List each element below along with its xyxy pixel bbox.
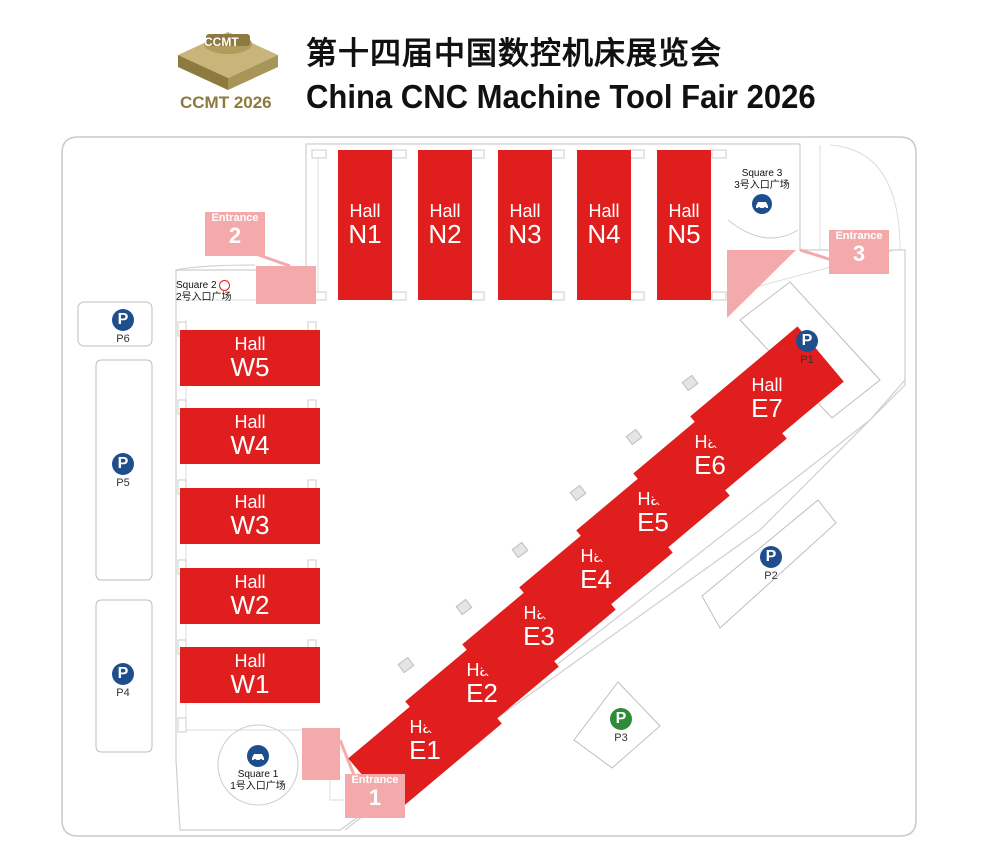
hall-code: N2 — [428, 218, 462, 249]
hall-word: Hall — [234, 650, 266, 671]
site-boundary — [61, 136, 917, 837]
square-1-label: Square 1 1号入口广场 — [221, 745, 295, 793]
hall-code: W3 — [230, 509, 270, 540]
square-3-label: Square 3 3号入口广场 — [724, 168, 800, 214]
square-name: Square 2 — [176, 280, 217, 292]
parking-label: P3 — [614, 732, 628, 744]
hall-code: N4 — [587, 218, 621, 249]
parking-icon: P — [610, 708, 632, 730]
hall-w2[interactable]: Hall W2 — [180, 568, 320, 624]
logo-mark-text: CCMT — [204, 35, 239, 49]
hall-n1[interactable]: Hall N1 — [338, 150, 392, 300]
parking-p2[interactable]: P P2 — [756, 546, 786, 582]
logo-caption: CCMT 2026 — [180, 93, 272, 112]
square-name-cn: 2号入口广场 — [176, 292, 232, 304]
parking-lot-p4 — [95, 599, 153, 753]
hall-word: Hall — [234, 491, 266, 512]
entrance-number: 3 — [852, 241, 866, 267]
hall-code: E5 — [637, 506, 669, 537]
hall-n5[interactable]: Hall N5 — [657, 150, 711, 300]
hall-word: Hall — [751, 374, 783, 395]
parking-label: P4 — [116, 687, 130, 699]
venue-outline — [175, 143, 906, 831]
entrance-2-zone — [256, 266, 316, 304]
page-title-english: China CNC Machine Tool Fair 2026 — [306, 78, 816, 115]
entrance-3-zone — [727, 250, 796, 318]
parking-icon: P — [112, 663, 134, 685]
metro-icon — [219, 280, 231, 291]
hall-code: N3 — [508, 218, 542, 249]
hall-word: Hall — [668, 200, 700, 221]
hall-code: E4 — [580, 563, 612, 594]
hall-w5[interactable]: Hall W5 — [180, 330, 320, 386]
parking-label: P6 — [116, 333, 130, 345]
hall-code: E3 — [523, 620, 555, 651]
hall-n3[interactable]: Hall N3 — [498, 150, 552, 300]
parking-icon: P — [112, 453, 134, 475]
parking-label: P2 — [764, 570, 778, 582]
ccmt-logo-icon — [178, 32, 278, 90]
hall-n2[interactable]: Hall N2 — [418, 150, 472, 300]
entrance-number: 1 — [368, 785, 382, 811]
hall-word: Hall — [234, 411, 266, 432]
square-name: Square 3 — [741, 168, 783, 179]
hall-code: E2 — [466, 677, 498, 708]
square-3-plaza — [727, 219, 799, 239]
parking-icon: P — [796, 330, 818, 352]
parking-icon: P — [112, 309, 134, 331]
entrance-word: Entrance — [351, 774, 399, 786]
hall-code: W5 — [230, 351, 270, 382]
entrance-word: Entrance — [211, 212, 259, 224]
hall-n4[interactable]: Hall N4 — [577, 150, 631, 300]
hall-code: N5 — [667, 218, 701, 249]
parking-lot-p5 — [95, 359, 153, 581]
hall-code: E7 — [751, 392, 783, 423]
entrance-1-label[interactable]: Entrance 1 — [345, 774, 405, 818]
entrance-word: Entrance — [835, 230, 883, 242]
hall-word: Hall — [429, 200, 461, 221]
parking-p6[interactable]: P P6 — [108, 309, 138, 345]
hall-code: E1 — [409, 734, 441, 765]
hall-w3[interactable]: Hall W3 — [180, 488, 320, 544]
parking-p5[interactable]: P P5 — [108, 453, 138, 489]
car-icon — [247, 745, 269, 767]
square-2-plaza — [175, 264, 256, 271]
parking-lot-p6 — [77, 301, 153, 347]
square-name-cn: 1号入口广场 — [230, 781, 286, 792]
hall-w4[interactable]: Hall W4 — [180, 408, 320, 464]
parking-label: P1 — [800, 354, 814, 366]
hall-code: N1 — [348, 218, 382, 249]
entrance-3-label[interactable]: Entrance 3 — [829, 230, 889, 274]
hall-w1[interactable]: Hall W1 — [180, 647, 320, 703]
car-icon — [752, 194, 772, 214]
square-name: Square 1 — [237, 769, 279, 780]
hall-word: Hall — [349, 200, 381, 221]
hall-code: W1 — [230, 668, 270, 699]
parking-icon: P — [760, 546, 782, 568]
parking-label: P5 — [116, 477, 130, 489]
parking-lot-p3 — [573, 681, 661, 769]
entrance-2-label[interactable]: Entrance 2 — [205, 212, 265, 256]
entrance-number: 2 — [228, 223, 242, 249]
hall-word: Hall — [234, 571, 266, 592]
parking-p4[interactable]: P P4 — [108, 663, 138, 699]
entrance-1-zone — [302, 728, 340, 780]
square-2-label: Square 2 2号入口广场 — [176, 280, 256, 304]
hall-word: Hall — [509, 200, 541, 221]
hall-code: W4 — [230, 429, 270, 460]
hall-code: W2 — [230, 589, 270, 620]
hall-word: Hall — [234, 333, 266, 354]
parking-lot-p2 — [701, 499, 837, 629]
hall-word: Hall — [588, 200, 620, 221]
square-1-plaza — [217, 724, 299, 806]
page-title-chinese: 第十四届中国数控机床展览会 — [306, 36, 722, 72]
square-name-cn: 3号入口广场 — [734, 180, 790, 191]
hall-code: E6 — [694, 449, 726, 480]
parking-p1[interactable]: P P1 — [792, 330, 822, 366]
parking-p3[interactable]: P P3 — [606, 708, 636, 744]
